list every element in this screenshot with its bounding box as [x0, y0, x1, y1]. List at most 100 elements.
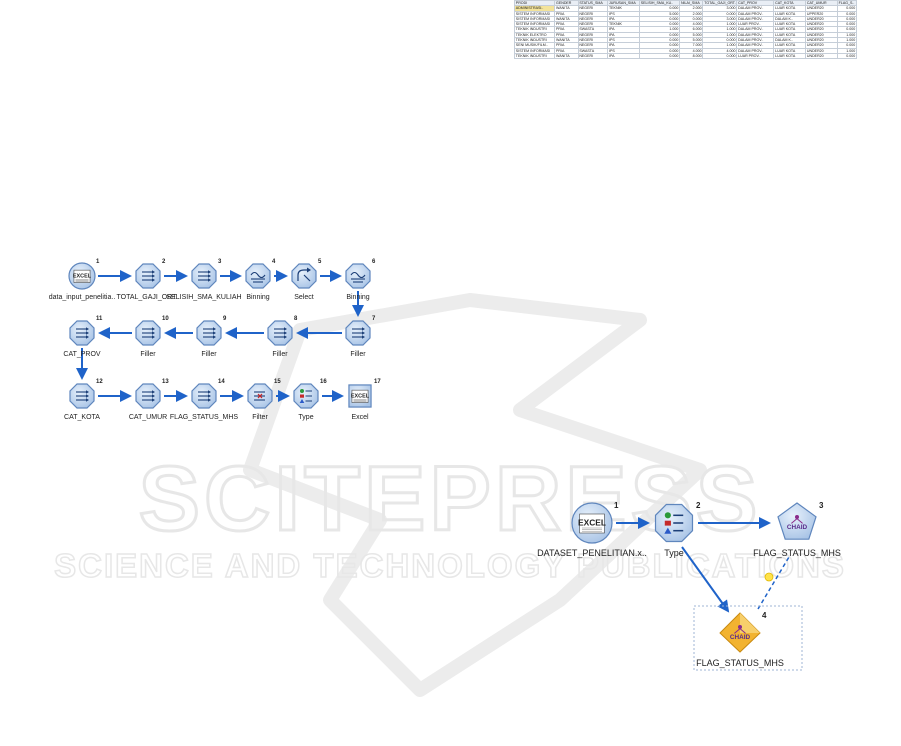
- node-type-icon[interactable]: [293, 383, 319, 409]
- node-excel-icon[interactable]: EXCEL: [571, 502, 613, 544]
- node-label: CAT_PROV: [63, 351, 101, 358]
- node-filter-icon[interactable]: [247, 383, 273, 409]
- node-label: DATASET_PENELITIAN.x..: [537, 548, 647, 558]
- node-number: 17: [374, 379, 381, 385]
- table-cell: 0.000: [836, 5, 858, 12]
- node-number: 11: [96, 316, 103, 322]
- node-derive-icon[interactable]: [191, 383, 217, 409]
- node-derive-icon[interactable]: [135, 263, 161, 289]
- node-number: 8: [294, 316, 298, 322]
- node-excel-out-icon[interactable]: EXCEL: [348, 384, 372, 408]
- node-chaid-model-icon[interactable]: CHAID: [719, 612, 761, 653]
- column-header[interactable]: CAT_PROV: [736, 0, 775, 7]
- node-label: Filler: [140, 351, 156, 358]
- node-derive-icon[interactable]: [135, 383, 161, 409]
- node-number: 3: [218, 259, 222, 265]
- column-header[interactable]: FLAG_S..: [836, 0, 858, 7]
- table-cell: LUAR PROV..: [736, 52, 775, 60]
- node-label: FLAG_STATUS_MHS: [169, 414, 239, 421]
- table-cell: 0.000: [836, 52, 858, 60]
- node-label: data_input_penelitia..: [48, 294, 116, 301]
- excel-icon-text: EXCEL: [73, 274, 92, 280]
- table-cell: 0.000: [836, 26, 858, 33]
- node-label: Excel: [351, 414, 369, 421]
- node-chaid-icon[interactable]: CHAID: [777, 502, 817, 540]
- node-derive-icon[interactable]: [69, 320, 95, 346]
- table-cell: 0.000: [836, 10, 858, 17]
- node-label: FLAG_STATUS_MHS: [753, 548, 841, 558]
- node-number: 16: [320, 379, 327, 385]
- table-cell: 8.000: [679, 52, 704, 60]
- node-label: CAT_UMUR: [128, 414, 168, 421]
- table-cell: DALAM PROV..: [736, 5, 775, 12]
- node-number: 6: [372, 259, 376, 265]
- table-cell: DALAM PROV..: [736, 10, 775, 17]
- node-number: 14: [218, 379, 225, 385]
- table-cell: DALAM PROV..: [736, 31, 775, 39]
- node-derive-icon[interactable]: [69, 383, 95, 409]
- table-cell: WANITA: [554, 5, 579, 12]
- table-cell: WANITA: [554, 37, 579, 44]
- node-number: 7: [372, 316, 376, 322]
- node-label: Binning: [346, 294, 370, 301]
- node-label: Select: [294, 294, 314, 301]
- table-cell: DALAM PROV..: [736, 42, 775, 49]
- model-link-marker: [764, 572, 774, 582]
- node-number: 2: [696, 501, 701, 510]
- table-cell: LUAR PROV..: [736, 21, 775, 28]
- node-label: SELISIH_SMA_KULIAH: [166, 294, 242, 301]
- node-label: Binning: [246, 294, 270, 301]
- node-derive-icon[interactable]: [267, 320, 293, 346]
- node-number: 1: [96, 259, 100, 265]
- model-link-dashed[interactable]: [757, 556, 790, 610]
- node-number: 2: [162, 259, 166, 265]
- table-cell: 0.000: [836, 42, 858, 49]
- node-label: Filler: [350, 351, 366, 358]
- node-binning-icon[interactable]: [345, 263, 371, 289]
- table-cell: DALAM PROV..: [736, 26, 775, 33]
- node-label: CAT_KOTA: [64, 414, 100, 421]
- node-binning-icon[interactable]: [245, 263, 271, 289]
- node-derive-icon[interactable]: [135, 320, 161, 346]
- node-label: Filler: [201, 351, 217, 358]
- table-cell: 0.000: [836, 15, 858, 23]
- table-cell: 1.000: [836, 31, 858, 39]
- table-cell: WANITA: [554, 15, 579, 23]
- table-cell: 1.000: [836, 47, 858, 54]
- node-derive-icon[interactable]: [196, 320, 222, 346]
- table-cell: DALAM PROV..: [736, 37, 775, 44]
- node-number: 10: [162, 316, 169, 322]
- table-cell: 0.000: [836, 21, 858, 28]
- node-label: Filler: [272, 351, 288, 358]
- node-number: 9: [223, 316, 227, 322]
- column-header[interactable]: GENDER: [554, 0, 579, 7]
- node-number: 4: [762, 611, 767, 620]
- node-excel-icon[interactable]: EXCEL: [68, 262, 96, 290]
- node-derive-icon[interactable]: [191, 263, 217, 289]
- chaid-icon-text: CHAID: [730, 634, 751, 641]
- node-label: TOTAL_GAJI_ORT..: [116, 294, 180, 301]
- excel-icon-text: EXCEL: [351, 394, 370, 400]
- node-label: Filter: [252, 414, 268, 421]
- node-label: Type: [298, 414, 314, 421]
- table-cell: WANITA: [554, 52, 579, 60]
- model-selection-box: [693, 605, 803, 671]
- node-number: 5: [318, 259, 322, 265]
- node-number: 15: [274, 379, 281, 385]
- connection-arrow[interactable]: [681, 546, 730, 613]
- column-header[interactable]: NILAI_SMA: [679, 0, 704, 7]
- node-type-icon[interactable]: [654, 503, 694, 543]
- node-select-icon[interactable]: [291, 263, 317, 289]
- table-cell: 1.000: [836, 37, 858, 44]
- node-derive-icon[interactable]: [345, 320, 371, 346]
